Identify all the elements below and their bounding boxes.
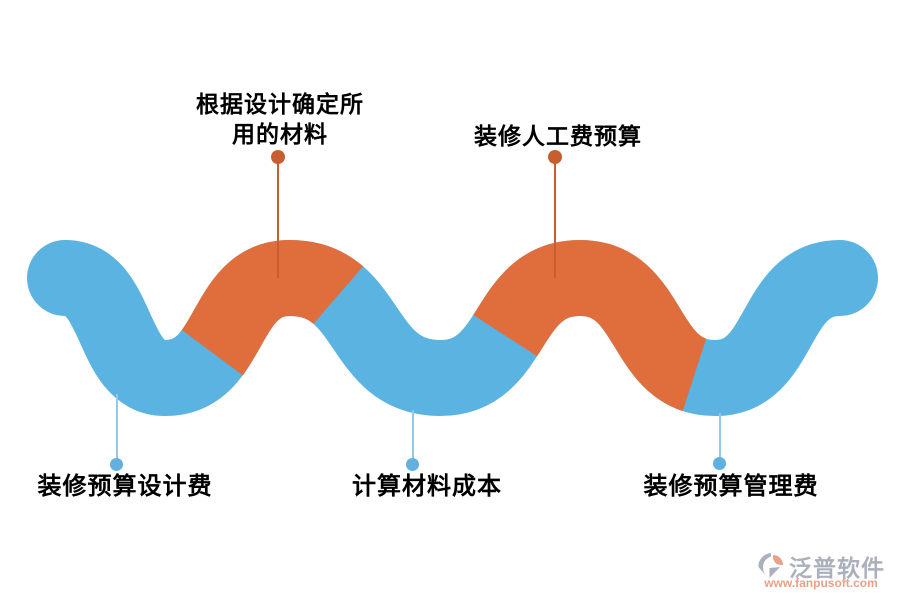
fanpu-logo-icon [758, 553, 783, 578]
label-management-fee: 装修预算管理费 [643, 473, 819, 500]
connector-dot-design-fee [110, 458, 123, 471]
logo-gray-crescent [758, 553, 771, 575]
label-material-cost: 计算材料成本 [352, 473, 502, 500]
label-materials: 根据设计确定所 用的材料 [180, 89, 380, 149]
connector-dot-materials [271, 150, 285, 164]
logo-gray-wedge [769, 567, 780, 578]
watermark: 泛普软件 www.fanpusoft.com [756, 549, 886, 594]
watermark-url: www.fanpusoft.com [764, 576, 878, 590]
label-materials-line2: 用的材料 [232, 121, 328, 147]
connector-dot-management-fee [713, 457, 726, 470]
connector-line-material-cost [412, 410, 414, 465]
connector-line-materials [277, 157, 279, 278]
watermark-brand-name: 泛普软件 [789, 555, 885, 581]
connector-line-design-fee [116, 394, 118, 465]
label-design-fee: 装修预算设计费 [37, 473, 213, 500]
label-materials-line1: 根据设计确定所 [196, 91, 364, 117]
logo-orange-leaf [772, 555, 783, 566]
wave-ribbon-blue [27, 239, 878, 417]
label-labor-budget: 装修人工费预算 [474, 123, 642, 149]
connector-line-management-fee [719, 413, 721, 464]
connector-line-labor [554, 157, 556, 278]
connector-dot-material-cost [406, 458, 419, 471]
connector-dot-labor [548, 150, 562, 164]
